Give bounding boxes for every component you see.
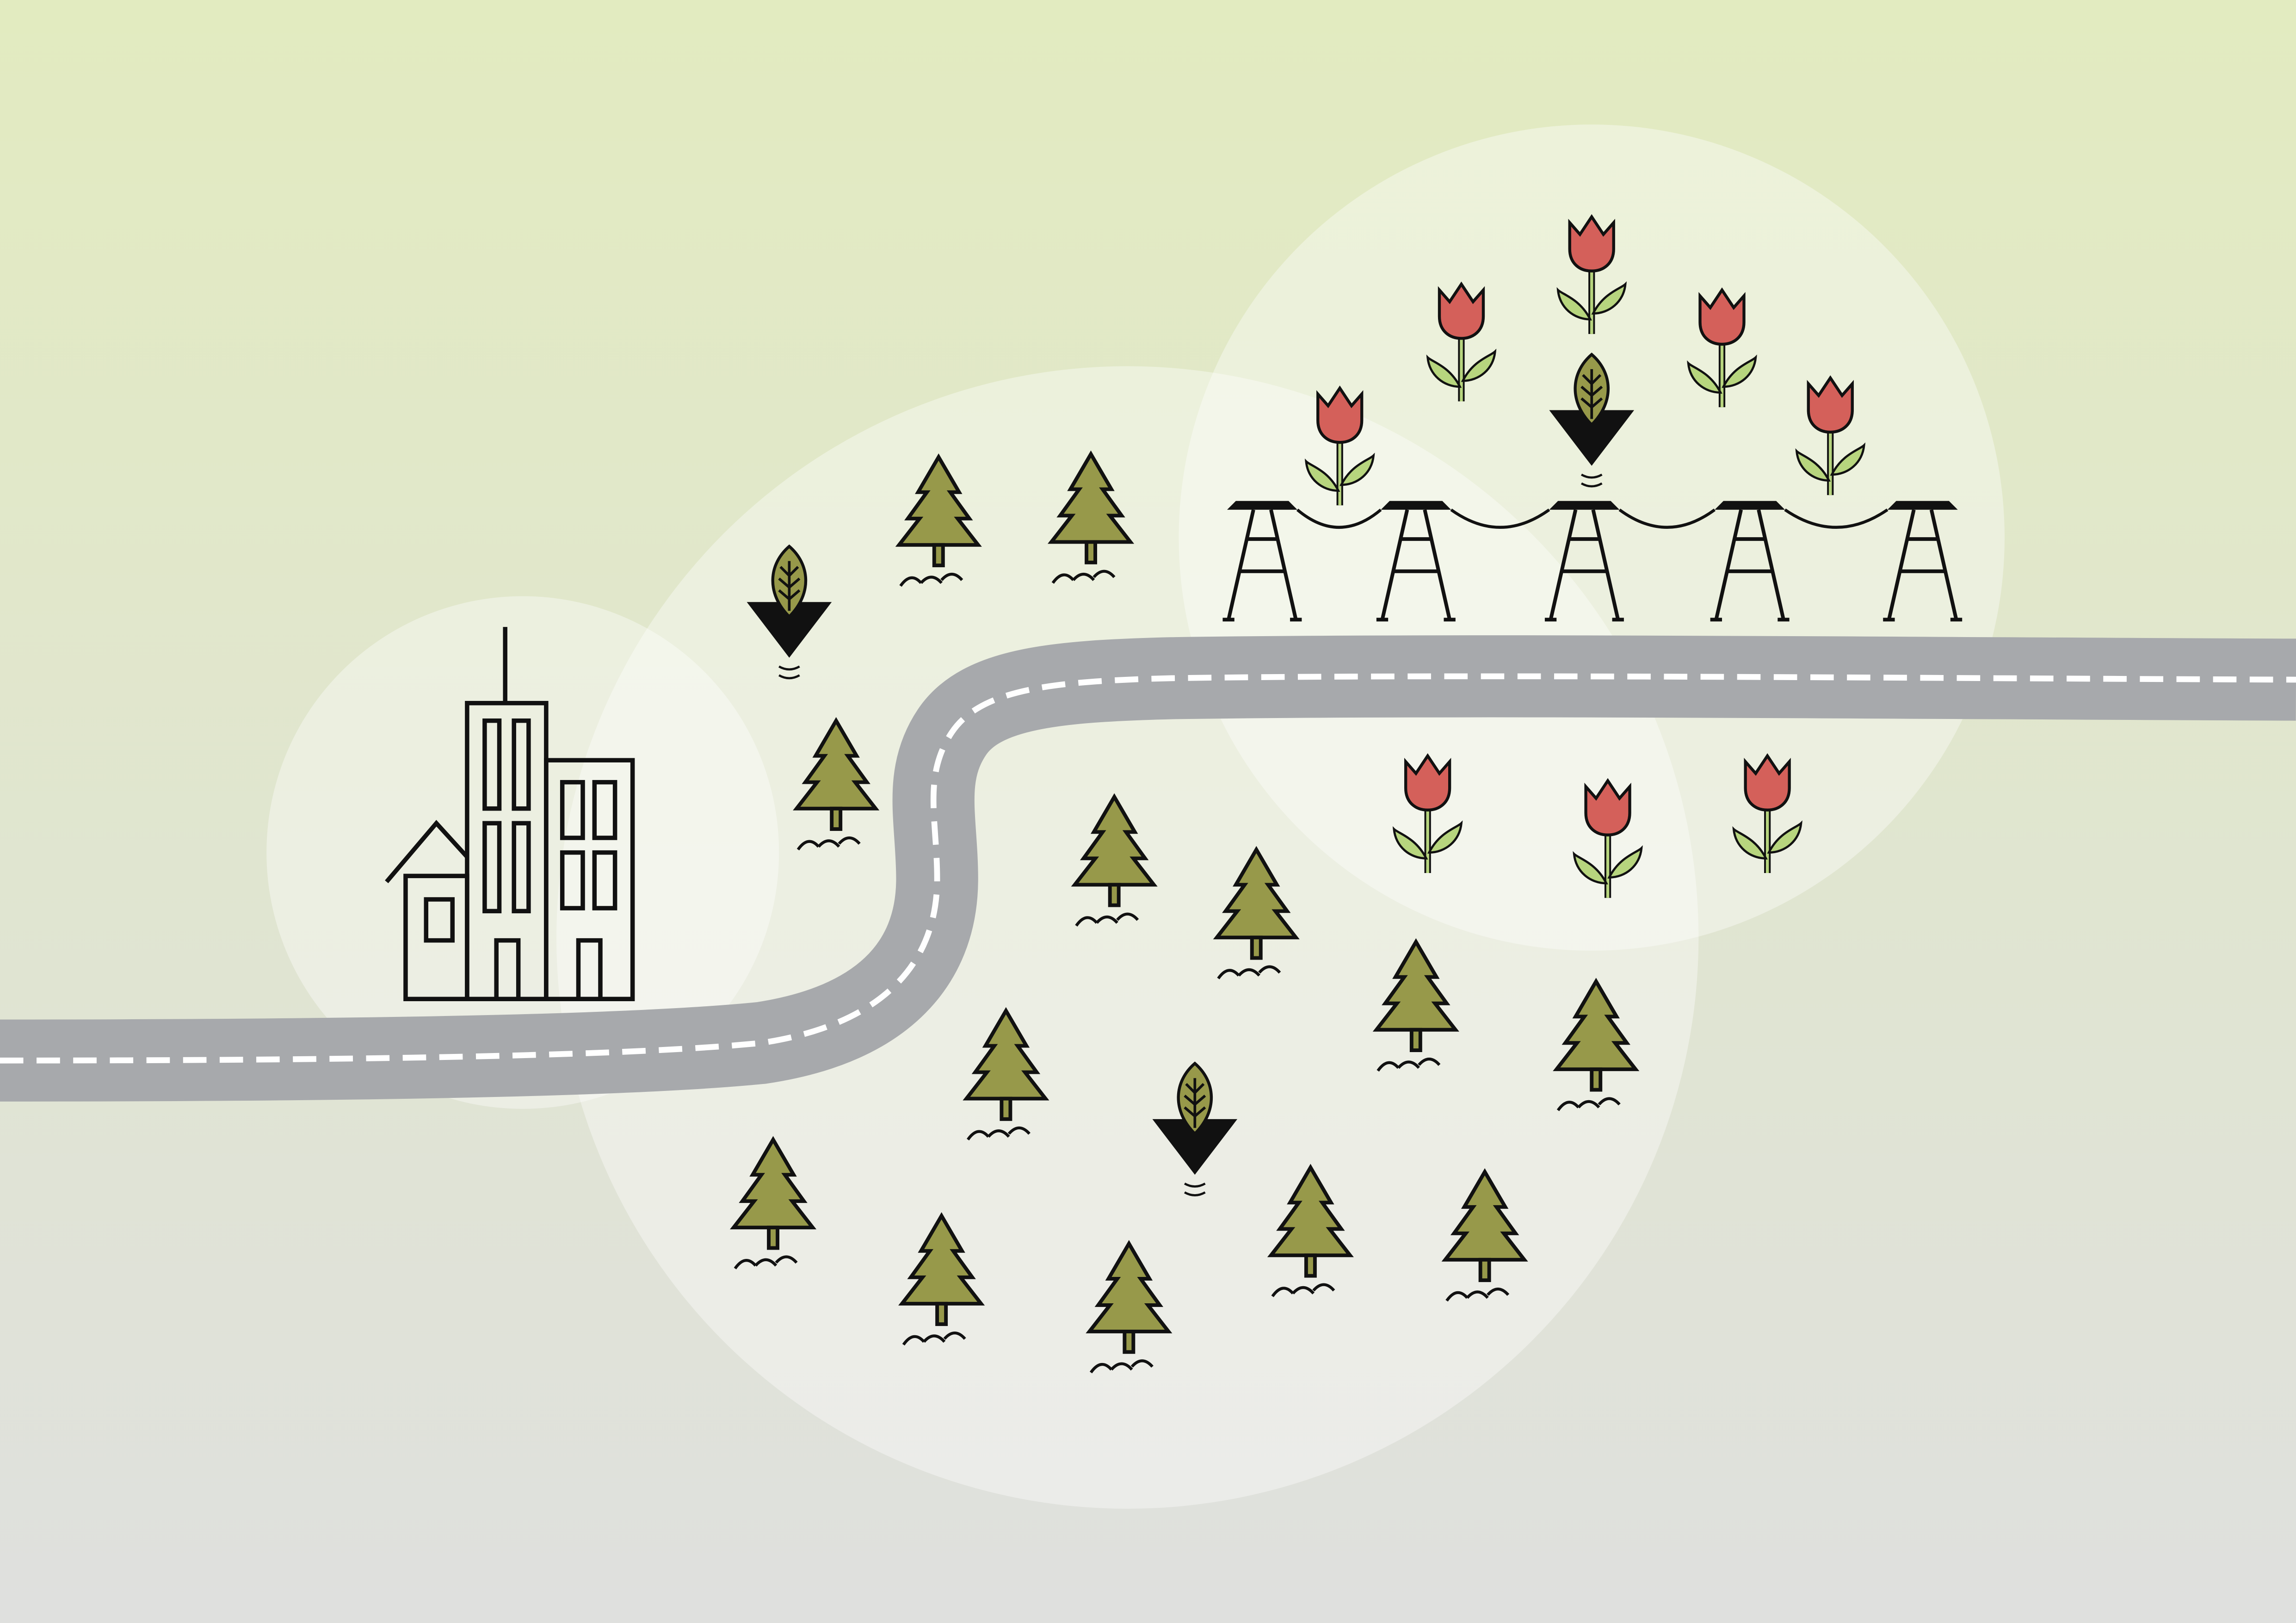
power-pylon-icon [1883, 501, 1963, 622]
tree-icon [1372, 938, 1459, 1072]
power-pylon-icon [1710, 501, 1790, 622]
tree-icon [1267, 1164, 1354, 1297]
power-wire [1450, 508, 1550, 529]
zone-circle [266, 596, 779, 1109]
leaf-marker-icon [1549, 353, 1635, 488]
power-pylon-icon [1544, 501, 1624, 622]
tulip-icon [1556, 214, 1627, 334]
building-icon [385, 627, 635, 1002]
tulip-icon [1732, 753, 1802, 873]
tree-icon [793, 717, 880, 851]
leaf-marker-icon [1152, 1061, 1238, 1196]
power-pylon-icon [1222, 501, 1302, 622]
power-wire [1784, 508, 1889, 529]
tulip-icon [1573, 778, 1643, 898]
tulip-icon [1687, 287, 1757, 408]
tree-icon [963, 1007, 1049, 1141]
tree-icon [898, 1212, 985, 1346]
power-wire [1618, 508, 1716, 529]
power-lines [1296, 508, 1889, 529]
leaf-marker-icon [747, 544, 832, 680]
tree-icon [1086, 1240, 1173, 1374]
tree-icon [729, 1136, 817, 1270]
power-wire [1296, 508, 1382, 529]
tulip-icon [1426, 281, 1497, 402]
tulip-icon [1795, 375, 1865, 496]
road-centerline [0, 673, 2296, 1064]
tree-icon [1071, 793, 1158, 927]
tree-icon [1047, 450, 1135, 584]
road [0, 635, 2296, 1102]
tree-icon [895, 453, 982, 587]
tulip-icon [1392, 753, 1463, 873]
tulip-icon [1304, 385, 1375, 506]
tree-icon [1441, 1168, 1528, 1302]
power-pylon-icon [1376, 501, 1456, 622]
tree-icon [1213, 846, 1300, 979]
tree-icon [1553, 978, 1640, 1111]
